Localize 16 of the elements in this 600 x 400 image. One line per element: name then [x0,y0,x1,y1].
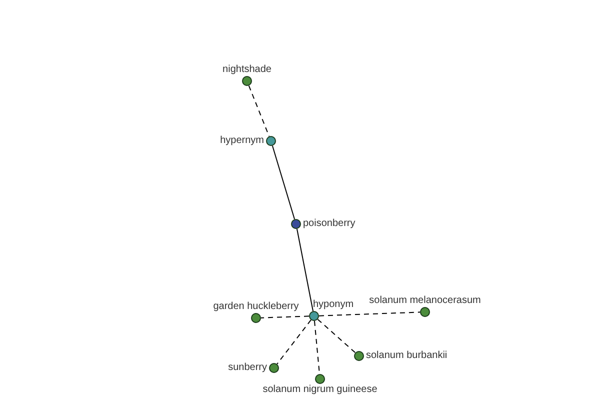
connector-line [317,318,356,354]
node-label: nightshade [222,64,272,76]
node-label: solanum nigrum guineese [262,384,378,396]
node-label: sunberry [228,362,267,374]
node-label: hypernym [220,135,264,147]
node-label: solanum burbankii [366,350,448,362]
connector-line [248,85,270,137]
node-label: garden huckleberry [213,301,299,313]
connector-line [260,316,310,318]
node-label: poisonberry [303,218,356,230]
connector-line [272,145,296,220]
connector-line [318,312,420,316]
node-label: hyponym [313,299,354,311]
connector-line [276,319,312,365]
connector-line [296,228,314,312]
node-label: solanum melanocerasum [369,295,481,307]
